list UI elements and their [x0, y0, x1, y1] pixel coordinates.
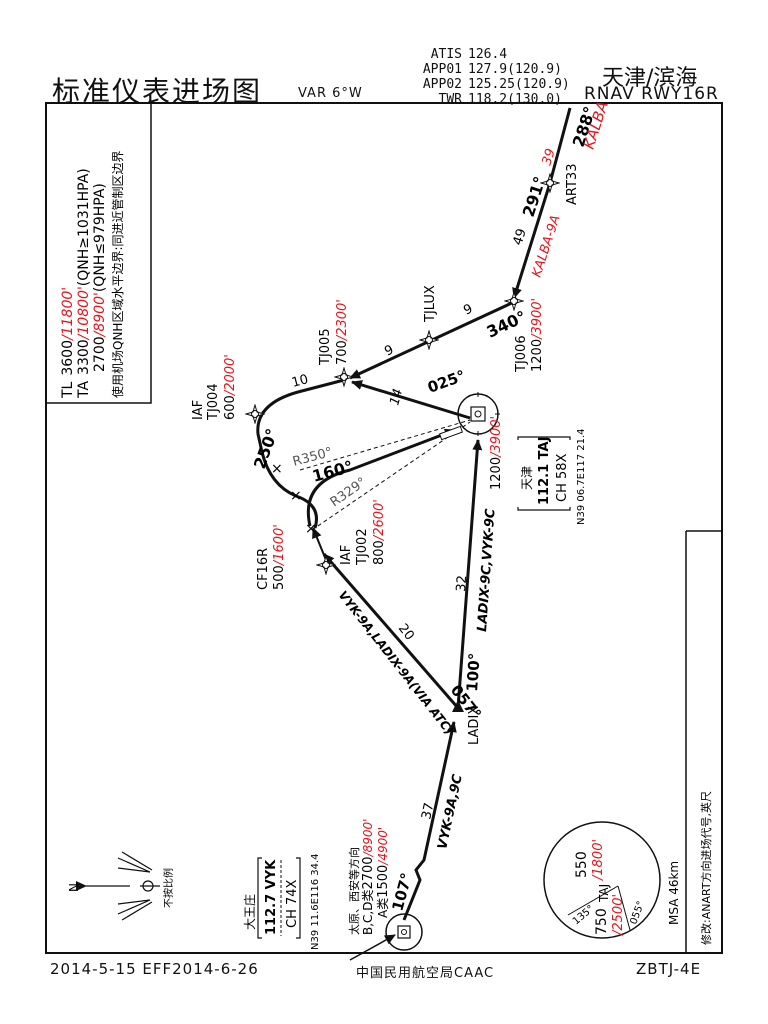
revision-note: 修改:ANART方向进场代号,英尺 — [699, 791, 713, 945]
airport-name: 天津/滨海 — [602, 66, 698, 91]
label-tj004-alt: 600/2000' — [223, 354, 238, 420]
label-ladix-9c: LADIX-9C,VYK-9C — [475, 508, 499, 633]
leg-vyk-ladix — [402, 721, 457, 921]
transition-level-block: TL3600/11800' TA3300/10800'(QNH≥1031HPA)… — [60, 151, 125, 400]
navaid-vyk[interactable] — [385, 913, 423, 951]
vyk-coord: N39 11.6E116 34.4 — [310, 854, 321, 951]
label-tj006-alt: 1200/3900' — [530, 298, 545, 372]
leg-taj-tj005 — [351, 380, 471, 420]
label-ladix-taj-course: 100° — [463, 652, 484, 692]
label-kalba-9a: KALBA-9A — [530, 213, 564, 279]
tl-line: TL3600/11800' — [60, 287, 76, 399]
label-art33-dist: 49 — [511, 227, 530, 247]
label-tj002-iaf: IAF — [339, 545, 354, 565]
label-tjlux: TJLUX — [423, 285, 438, 323]
taj-city: 天津 — [520, 466, 534, 490]
taj-info-box: 天津 112.1 TAJ CH 58X N39 06.7E117 21.4 — [517, 429, 587, 526]
leg-tj005-tj004 — [256, 378, 345, 453]
svg-text:TAJ: TAJ — [597, 884, 611, 903]
radial-350 — [299, 419, 471, 471]
leg-ladix-taj — [456, 439, 483, 709]
fix-tj002[interactable] — [316, 555, 336, 575]
leg-tj004-cf16r — [260, 451, 318, 529]
fix-r350-mark: × — [271, 461, 283, 477]
svg-text:750: 750 — [594, 908, 610, 935]
svg-text:N: N — [67, 883, 81, 892]
taj-channel: CH 58X — [555, 453, 570, 502]
procedure-name: RNAV RWY16R — [584, 84, 719, 104]
vyk-altitude-note: 太原、西安等方向 B,C,D类2700/8900' A类1500/4900' — [347, 819, 391, 935]
taj-freq: 112.1 TAJ — [537, 437, 552, 505]
fix-cf16r-mark[interactable]: × — [305, 521, 317, 537]
chart-frame — [45, 102, 723, 954]
magnetic-variation: VAR 6°W — [298, 86, 363, 101]
label-taj-course-025: 025° — [425, 367, 468, 397]
label-vyk-course: 107° — [388, 871, 415, 913]
msa-label: MSA 46km — [667, 861, 681, 925]
vyk-freq: 112.7 VYK — [264, 859, 279, 935]
runway-16r — [438, 425, 464, 441]
transition-box — [45, 102, 152, 404]
label-tj005-alt: 700/2300' — [335, 299, 350, 365]
label-tj006-tjlux-dist: 9 — [461, 302, 475, 319]
label-cf16r: CF16R — [256, 548, 271, 590]
svg-text:A类1500/4900': A类1500/4900' — [376, 827, 391, 918]
fix-tj004[interactable] — [245, 404, 265, 424]
ta-line-2: 2700/8900'(QNH≤979HPA) — [92, 183, 108, 372]
authority: 中国民用航空局CAAC — [356, 966, 495, 981]
label-tj002-alt: 800/2600' — [372, 499, 387, 565]
label-tj006: TJ006 — [514, 335, 529, 373]
label-cf16r-alt: 500/1600' — [272, 524, 287, 590]
navaid-taj[interactable] — [456, 392, 500, 436]
label-art33: ART33 — [565, 164, 580, 205]
svg-text:055°: 055° — [628, 900, 647, 926]
label-ladix: LADIX — [467, 706, 482, 745]
svg-text:135°: 135° — [571, 903, 597, 927]
radial-329 — [311, 421, 471, 531]
svg-text:/1800': /1800' — [591, 839, 606, 881]
leg-kalba-art33 — [548, 107, 572, 184]
scale-note: 不按比例 — [162, 868, 175, 908]
label-ladix-taj-dist: 32 — [454, 575, 470, 593]
leg-ladix-tj002 — [322, 553, 460, 709]
fix-ladix[interactable] — [452, 700, 464, 712]
label-kalba-art33-dist: 39 — [540, 147, 559, 167]
taj-coord: N39 06.7E117 21.4 — [576, 429, 587, 526]
vyk-city: 大王庄 — [242, 894, 257, 930]
msa-diagram: 550 /1800' 750 /2500' TAJ 135° 055° — [543, 821, 661, 939]
leg-tj002-cf16r — [312, 527, 327, 561]
label-tj005: TJ005 — [318, 328, 333, 366]
label-taj-alt: 1200/3900' — [489, 416, 504, 490]
fix-tjlux[interactable] — [419, 330, 439, 350]
vyk-channel: CH 74X — [285, 879, 300, 928]
vyk-inbound-arrow — [349, 934, 396, 961]
label-tj002: TJ002 — [355, 528, 370, 566]
caac-emblem — [117, 851, 160, 921]
effective-dates: 2014-5-15 EFF2014-6-26 — [50, 960, 259, 978]
qnh-note: 使用机场QNH区域水平边界:同进近管制区边界 — [110, 151, 125, 399]
label-taj-tj005-dist: 14 — [387, 387, 406, 407]
svg-text:550: 550 — [574, 851, 590, 878]
fix-turn-mark: × — [290, 488, 302, 504]
leg-art33-tj006 — [512, 182, 552, 299]
leg-160-to-taj — [306, 428, 456, 527]
label-tj005-tj004-dist: 10 — [290, 372, 310, 391]
svg-text:B,C,D类2700/8900': B,C,D类2700/8900' — [361, 819, 376, 935]
fix-tj005[interactable] — [334, 367, 354, 387]
north-arrow: N — [67, 881, 130, 892]
ta-line-1: TA3300/10800'(QNH≥1031HPA) — [76, 168, 92, 399]
svg-text:/2500': /2500' — [611, 894, 626, 936]
vyk-info-box: 大王庄 112.7 VYK CH 74X N39 11.6E116 34.4 — [242, 854, 321, 951]
label-tj004-iaf: IAF — [191, 400, 206, 420]
chart-id: ZBTJ-4E — [636, 960, 702, 978]
label-tj004: TJ004 — [206, 383, 221, 421]
svg-text:太原、西安等方向: 太原、西安等方向 — [347, 847, 361, 935]
label-tjlux-tj005-dist: 9 — [382, 343, 396, 360]
label-vyk-9a-ladix: VYK-9A,LADIX-9A(VIA ATC) — [336, 588, 457, 737]
label-vyk-ladix-dist: 37 — [419, 802, 437, 821]
